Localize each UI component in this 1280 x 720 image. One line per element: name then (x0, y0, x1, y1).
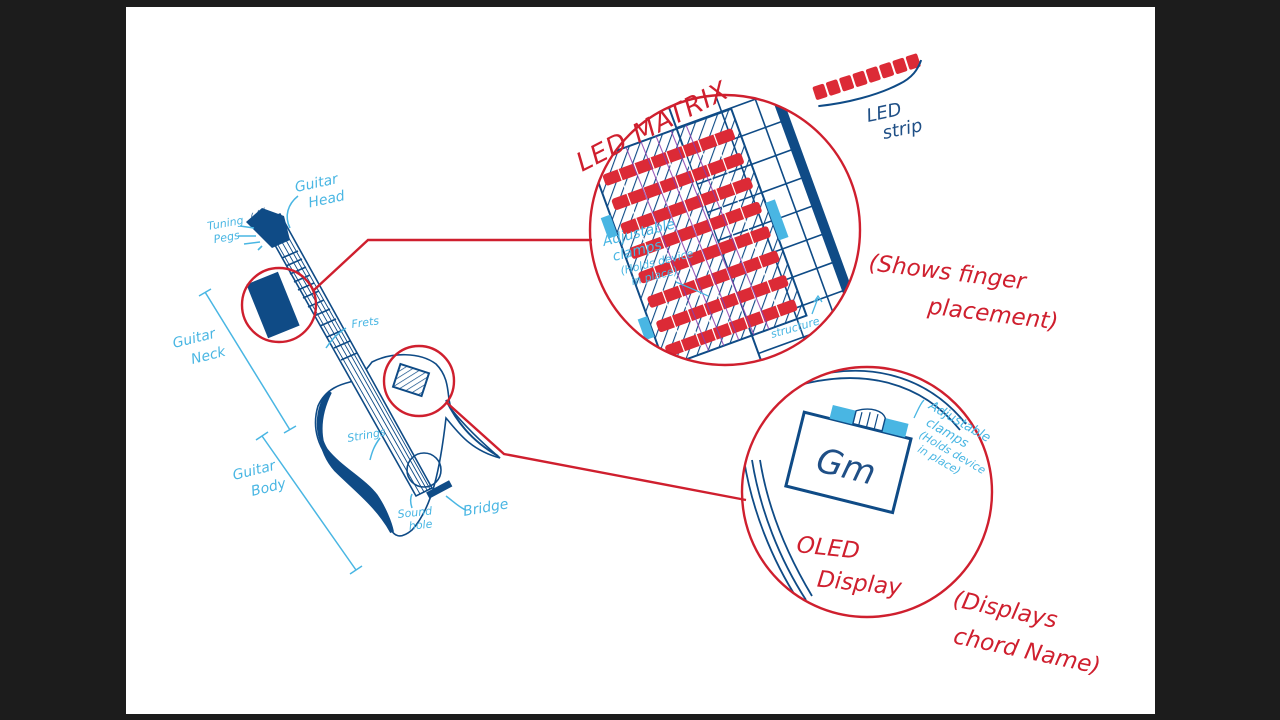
led-matrix-device (246, 272, 299, 339)
led-matrix-zoom: LED MATRIX Adjustable clamps (Holds devi… (572, 62, 1064, 382)
oled-caption: (Displays chord Name) (943, 586, 1110, 679)
led-strip-label: LED strip (865, 95, 925, 146)
label-strings: Strings (346, 425, 386, 445)
oled-clamp-pointer (914, 400, 924, 418)
label-tuning-pegs: Tuning Pegs (206, 213, 250, 247)
label-sound-hole: Sound hole (397, 504, 438, 534)
led-strip: LED strip (812, 52, 927, 146)
oled-device (393, 364, 429, 396)
label-guitar-head: Guitar Head (294, 170, 348, 213)
label-bridge: Bridge (462, 496, 510, 520)
led-matrix-caption: (Shows finger placement) (863, 250, 1064, 335)
label-guitar-neck: Guitar Neck (171, 324, 228, 371)
oled-device-zoom: Gm (786, 394, 916, 513)
neck-callout-leader (314, 240, 592, 290)
oled-zoom: Gm Adjustable clamps (Holds device in pl… (742, 367, 1110, 680)
label-guitar-body: Guitar Body (231, 456, 288, 503)
label-frets: Frets (351, 314, 380, 331)
